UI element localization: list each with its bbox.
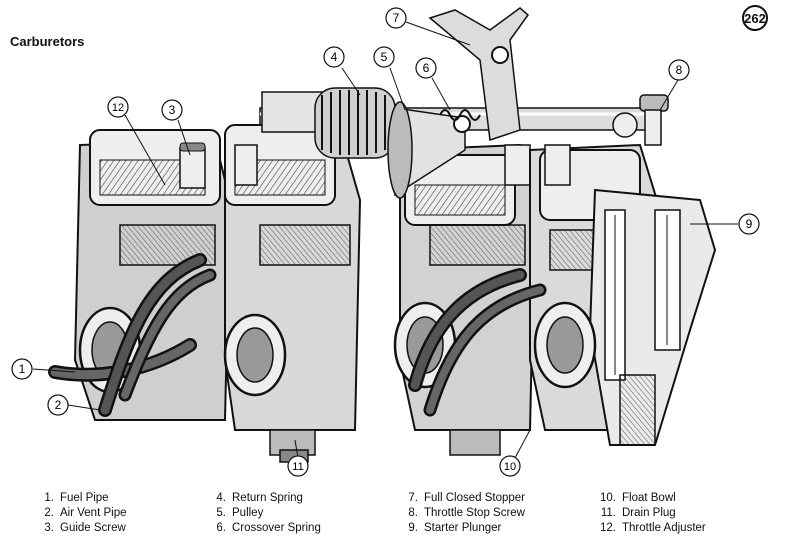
callout-9: 9 <box>738 213 760 235</box>
legend-item-air-vent-pipe: 2.Air Vent Pipe <box>44 507 127 519</box>
crossover-spring <box>439 109 481 121</box>
legend-item-return-spring: 4.Return Spring <box>216 492 303 504</box>
svg-text:10: 10 <box>504 461 516 473</box>
callout-3: 3 <box>161 99 183 121</box>
svg-text:1: 1 <box>19 362 26 376</box>
svg-text:5: 5 <box>381 50 388 64</box>
svg-text:4: 4 <box>331 50 338 64</box>
fuel-hoses <box>48 253 547 417</box>
return-spring <box>314 87 396 159</box>
pulley <box>387 101 471 199</box>
callout-2: 2 <box>47 394 69 416</box>
legend-column-4: 10.Float Bowl 11.Drain Plug 12.Throttle … <box>598 491 706 536</box>
legend-item-drain-plug: 11.Drain Plug <box>600 507 676 519</box>
callout-1: 1 <box>11 358 33 380</box>
legend-item-float-bowl: 10.Float Bowl <box>600 492 676 504</box>
callout-7: 7 <box>385 7 407 29</box>
callout-6: 6 <box>415 57 437 79</box>
callout-5: 5 <box>373 46 395 68</box>
legend-column-2: 4.Return Spring 5.Pulley 6.Crossover Spr… <box>208 491 321 536</box>
legend-item-crossover-spring: 6.Crossover Spring <box>216 522 321 534</box>
svg-text:8: 8 <box>676 63 683 77</box>
legend-item-guide-screw: 3.Guide Screw <box>44 522 126 534</box>
svg-text:3: 3 <box>169 103 176 117</box>
legend-item-full-closed-stopper: 7.Full Closed Stopper <box>408 492 525 504</box>
page-title: Carburetors <box>10 34 85 49</box>
callout-8: 8 <box>668 59 690 81</box>
svg-text:7: 7 <box>393 11 400 25</box>
svg-text:9: 9 <box>746 217 753 231</box>
legend-item-fuel-pipe: 1.Fuel Pipe <box>44 492 109 504</box>
svg-text:6: 6 <box>423 61 430 75</box>
legend-item-throttle-stop-screw: 8.Throttle Stop Screw <box>408 507 525 519</box>
callout-10: 10 <box>499 455 521 477</box>
svg-text:11: 11 <box>292 461 303 473</box>
full-closed-stopper <box>428 7 530 142</box>
legend-column-1: 1.Fuel Pipe 2.Air Vent Pipe 3.Guide Scre… <box>36 491 126 536</box>
legend-column-3: 7.Full Closed Stopper 8.Throttle Stop Sc… <box>400 491 525 536</box>
callout-12: 12 <box>107 96 129 118</box>
legend-item-starter-plunger: 9.Starter Plunger <box>408 522 502 534</box>
legend-item-throttle-adjuster: 12.Throttle Adjuster <box>600 522 706 534</box>
throttle-stop-screw <box>612 94 669 146</box>
callout-11: 11 <box>287 455 309 477</box>
leader-lines <box>32 21 738 459</box>
callout-4: 4 <box>323 46 345 68</box>
float-bowl-cutaway <box>588 188 717 446</box>
svg-text:2: 2 <box>55 398 62 412</box>
legend-item-pulley: 5.Pulley <box>216 507 264 519</box>
page-number-badge: 262 <box>742 5 768 31</box>
svg-text:12: 12 <box>112 102 124 114</box>
